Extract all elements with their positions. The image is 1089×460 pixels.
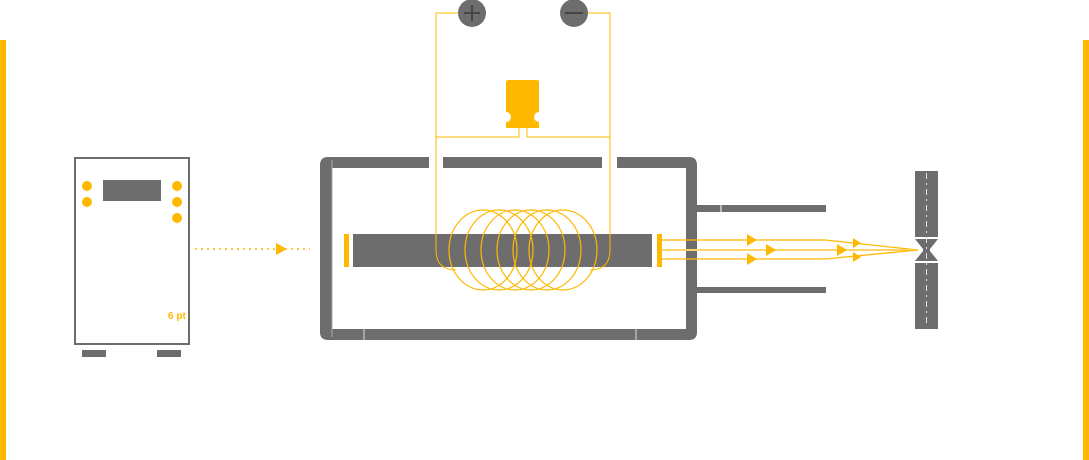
power-supply: 6 pt [74,157,190,357]
indicator-light [172,213,182,223]
rear-mirror [344,234,349,267]
beam-arrows [747,234,861,265]
right-accent-bar [1083,40,1089,460]
power-supply-label: 6 pt [168,311,186,322]
left-accent-bar [0,40,6,460]
target-workpiece [915,171,938,329]
negative-terminal [560,0,588,27]
indicator-light [82,197,92,207]
power-supply-foot [82,350,106,357]
indicator-light [82,181,92,191]
power-supply-foot [157,350,181,357]
indicator-light [172,181,182,191]
power-supply-display [103,180,161,201]
output-mirror [657,234,662,267]
capacitor [506,80,539,128]
indicator-light [172,197,182,207]
flash-lamp-coil [448,209,598,291]
energy-flow-arrow [195,243,310,255]
positive-terminal [458,0,486,27]
circuit-wires [435,12,611,271]
laser-rod [353,234,652,267]
laser-housing [320,157,826,340]
laser-beams [662,239,919,260]
